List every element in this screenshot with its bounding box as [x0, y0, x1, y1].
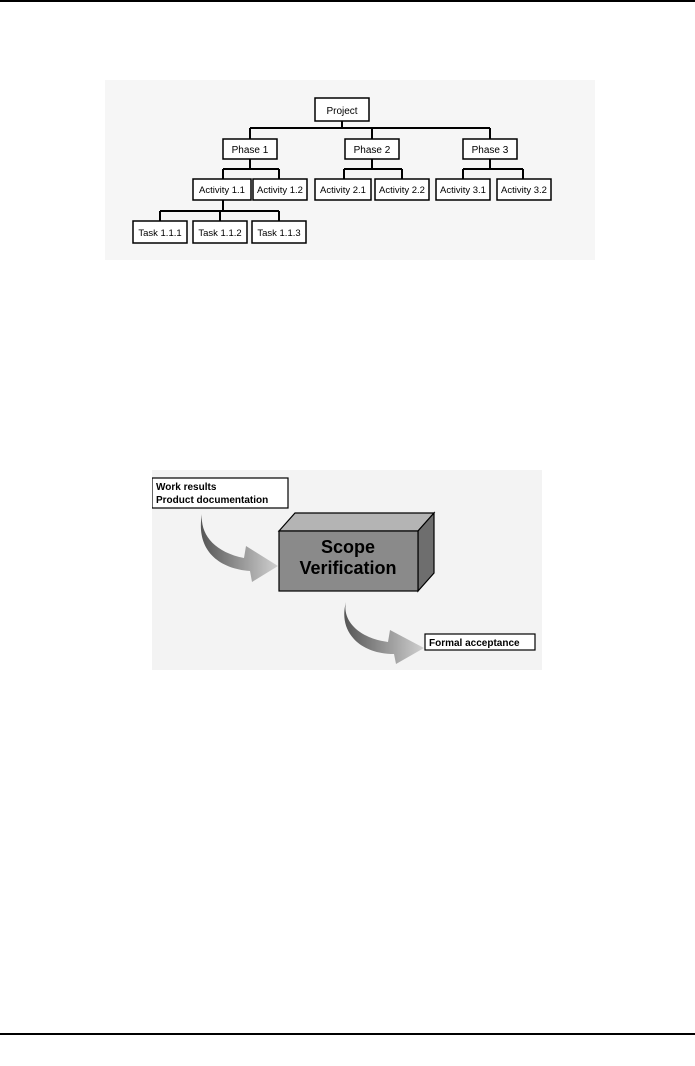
wbs-node-label: Activity 3.1 [440, 185, 486, 196]
box-front-face [278, 530, 419, 592]
wbs-node-phase-2: Phase 2 [344, 138, 400, 160]
wbs-node-activity-3-1: Activity 3.1 [435, 178, 491, 201]
wbs-node-label: Task 1.1.3 [257, 228, 300, 239]
wbs-node-label: Task 1.1.2 [198, 228, 241, 239]
wbs-connectors [159, 121, 524, 221]
process-line-scope: Scope [321, 537, 375, 557]
wbs-node-label: Activity 1.2 [257, 185, 303, 196]
wbs-node-label: Activity 1.1 [199, 185, 245, 196]
wbs-node-label: Activity 3.2 [501, 185, 547, 196]
input-line-work-results: Work results [156, 482, 217, 493]
wbs-node-activity-3-2: Activity 3.2 [496, 178, 552, 201]
wbs-node-label: Phase 1 [232, 145, 269, 156]
output-label-box: Formal acceptance [424, 633, 536, 651]
box-top-face [277, 512, 436, 532]
wbs-node-task-1-1-3: Task 1.1.3 [251, 220, 307, 244]
wbs-node-activity-2-2: Activity 2.2 [374, 178, 430, 201]
wbs-node-activity-1-2: Activity 1.2 [252, 178, 308, 201]
wbs-node-project: Project [314, 97, 370, 122]
wbs-node-label: Activity 2.1 [320, 185, 366, 196]
wbs-node-activity-1-1: Activity 1.1 [192, 178, 252, 201]
output-label: Formal acceptance [429, 638, 520, 649]
wbs-node-label: Activity 2.2 [379, 185, 425, 196]
wbs-node-task-1-1-1: Task 1.1.1 [132, 220, 188, 244]
top-rule [0, 0, 695, 2]
input-arrow-icon [200, 514, 278, 582]
wbs-node-label: Task 1.1.1 [138, 228, 181, 239]
wbs-node-phase-3: Phase 3 [462, 138, 518, 160]
wbs-node-activity-2-1: Activity 2.1 [314, 178, 372, 201]
scope-verification-diagram: Work results Product documentation Scope… [152, 470, 542, 670]
input-label-box: Work results Product documentation [152, 477, 289, 509]
wbs-node-phase-1: Phase 1 [222, 138, 278, 160]
process-line-verification: Verification [299, 558, 396, 578]
input-line-product-documentation: Product documentation [156, 495, 268, 506]
wbs-node-label: Phase 2 [354, 145, 391, 156]
output-arrow-icon [344, 602, 424, 664]
wbs-node-task-1-1-2: Task 1.1.2 [192, 220, 248, 244]
scope-verification-box: Scope Verification [277, 511, 436, 593]
wbs-node-label: Phase 3 [472, 145, 509, 156]
wbs-diagram: Project Phase 1 Phase 2 Phase 3 Activity… [105, 80, 595, 260]
wbs-node-label: Project [326, 106, 357, 117]
bottom-rule [0, 1033, 695, 1035]
